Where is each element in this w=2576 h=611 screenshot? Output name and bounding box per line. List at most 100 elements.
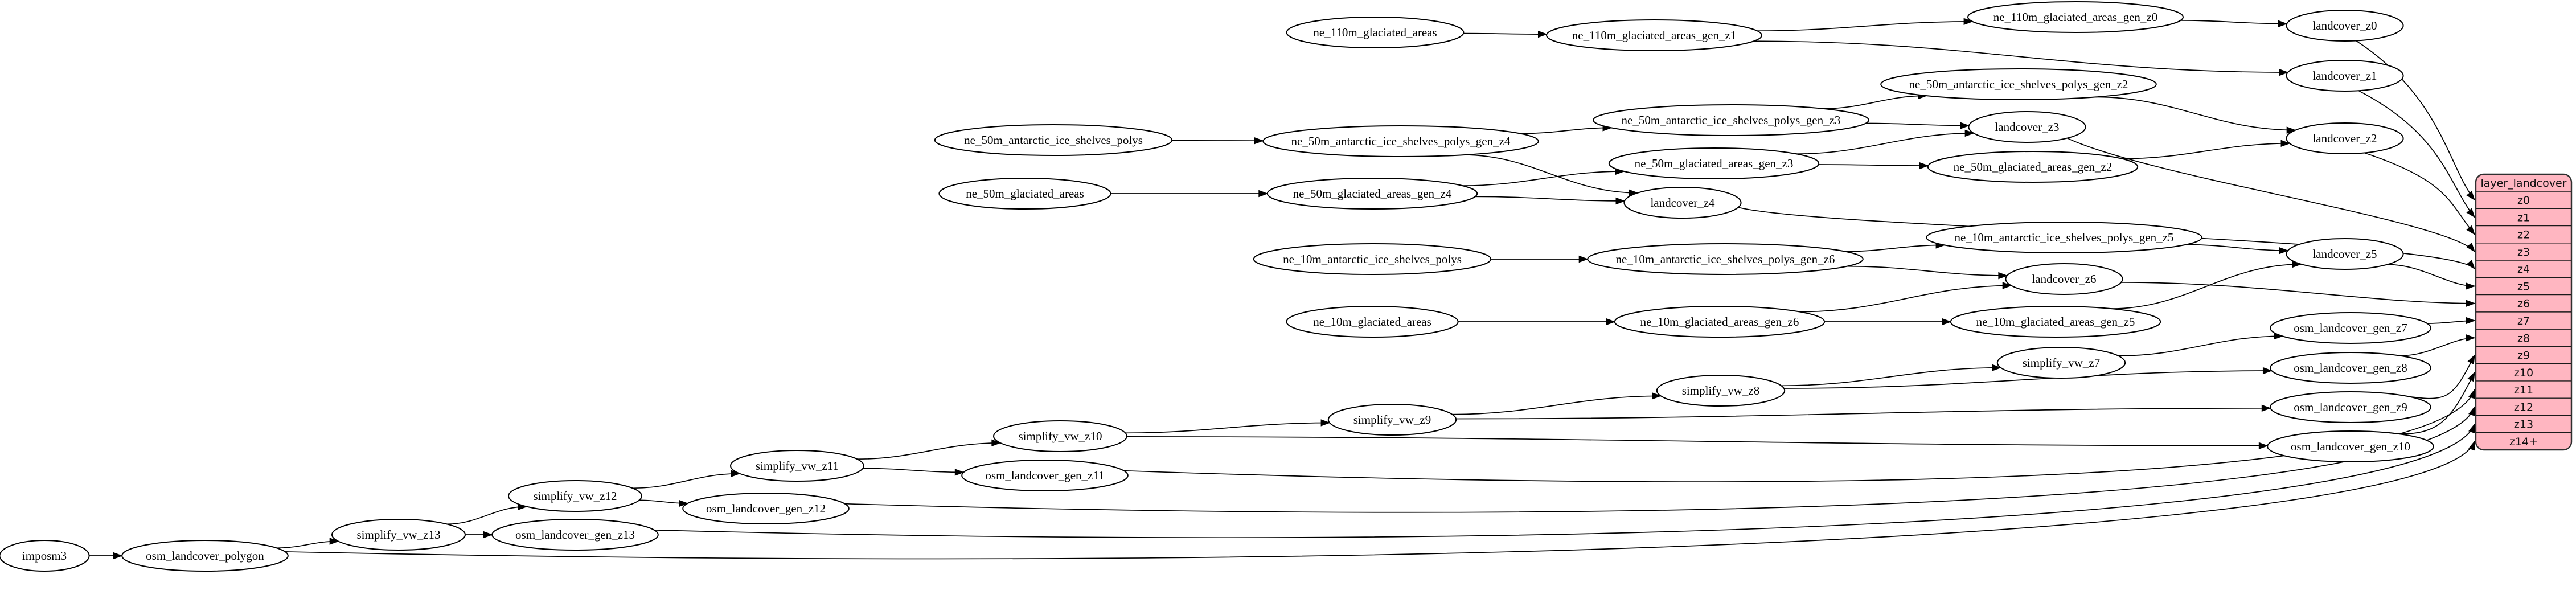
arrowhead-n10sg5-to-lcz5 [2279,247,2289,255]
nodes-layer: imposm3 osm_landcover_polygon simplify_vw_… [0,1,2434,572]
node-ellipse-osm_landcover_gen_z12 [682,493,850,524]
node-label-simplify_vw_z12: simplify_vw_z12 [534,489,617,503]
node-label-osm_landcover_gen_z13: osm_landcover_gen_z13 [515,528,635,542]
node-ellipse-ne_50m_glaciated_areas_gen_z3 [1608,147,1820,179]
node-ellipse-landcover_z3 [1968,111,2086,143]
node-ellipse-osm_landcover_gen_z10 [2267,430,2434,462]
node-label-osm_landcover_gen_z9: osm_landcover_gen_z9 [2294,400,2407,414]
node-ellipse-simplify_vw_z9 [1327,404,1457,436]
node-label-imposm3: imposm3 [22,549,67,563]
node-landcover_z0: landcover_z0 [2286,10,2404,42]
node-ellipse-osm_landcover_gen_z11 [961,460,1129,491]
node-ellipse-osm_landcover_gen_z7 [2270,312,2431,344]
node-label-ne_50m_antarctic_ice_shelves_polys_gen_z4: ne_50m_antarctic_ice_shelves_polys_gen_z… [1291,134,1511,148]
edge-og8-to-z8 [2400,337,2475,356]
arrowhead-lcz5-to-z5 [2466,282,2476,290]
node-ellipse-simplify_vw_z11 [730,450,864,482]
node-ellipse-ne_10m_antarctic_ice_shelves_polys_gen_z5 [1926,222,2202,253]
edge-n50sg2-to-lcz2 [2095,96,2296,131]
arrowhead-imposm-to-poly [113,552,123,560]
node-label-ne_50m_glaciated_areas_gen_z2: ne_50m_glaciated_areas_gen_z2 [1954,160,2113,174]
node-ellipse-simplify_vw_z10 [993,420,1127,452]
node-label-ne_10m_antarctic_ice_shelves_polys_gen_z5: ne_10m_antarctic_ice_shelves_polys_gen_z… [1955,231,2174,244]
node-label-landcover_z6: landcover_z6 [2032,272,2096,286]
edge-sv13-to-sv12 [446,506,527,525]
edge-og11-to-z11 [1123,389,2475,482]
arrowhead-og9-to-z9 [2467,354,2475,365]
node-ellipse-ne_10m_glaciated_areas [1286,306,1459,338]
node-simplify_vw_z10: simplify_vw_z10 [993,420,1127,452]
node-ne_110m_glaciated_areas_gen_z0: ne_110m_glaciated_areas_gen_z0 [1967,1,2184,33]
table-row-z1: z1 [2517,211,2530,224]
arrowhead-sv9-to-og9 [2261,404,2271,412]
edge-n10sg5-to-lcz5 [2185,244,2288,251]
node-landcover_z3: landcover_z3 [1968,111,2086,143]
arrowhead-n50s-to-n50sg4 [1254,137,1264,145]
edge-lcz2-to-z2 [2364,152,2475,235]
node-label-landcover_z3: landcover_z3 [1995,120,2059,134]
node-label-ne_50m_antarctic_ice_shelves_polys_gen_z3: ne_50m_antarctic_ice_shelves_polys_gen_z… [1622,113,1841,127]
edge-n10sg6-to-lcz6 [1847,265,2007,276]
edges-layer [89,18,2476,560]
edge-og13-to-z13 [654,424,2475,538]
node-osm_landcover_gen_z10: osm_landcover_gen_z10 [2267,430,2434,462]
table-row-z11: z11 [2514,384,2533,396]
node-ellipse-landcover_z5 [2286,238,2404,270]
node-label-ne_50m_antarctic_ice_shelves_polys_gen_z2: ne_50m_antarctic_ice_shelves_polys_gen_z… [1909,77,2128,91]
node-ne_50m_glaciated_areas_gen_z4: ne_50m_glaciated_areas_gen_z4 [1266,178,1478,210]
arrowhead-sv8-to-og8 [2262,367,2273,375]
arrowhead-sv13-to-og13 [483,531,493,539]
arrowhead-poly-to-sv13 [329,538,339,545]
arrowhead-sv10-to-og10 [2258,442,2269,450]
table-row-z4: z4 [2517,263,2530,276]
node-label-ne_10m_antarctic_ice_shelves_polys: ne_10m_antarctic_ice_shelves_polys [1283,252,1462,266]
arrowhead-lcz4-to-z4 [2466,260,2475,270]
node-ne_10m_glaciated_areas_gen_z6: ne_10m_glaciated_areas_gen_z6 [1614,306,1826,338]
node-simplify_vw_z11: simplify_vw_z11 [730,450,864,482]
table-row-z14+: z14+ [2509,436,2538,448]
table-row-z13: z13 [2514,419,2533,431]
edge-n50sg3-to-n50sg2 [1823,95,1927,109]
node-ellipse-ne_10m_glaciated_areas_gen_z5 [1950,306,2161,338]
node-landcover_z2: landcover_z2 [2286,122,2404,154]
node-label-osm_landcover_polygon: osm_landcover_polygon [146,549,264,563]
arrowhead-og12-to-z12 [2468,405,2475,417]
edge-n50sg4-to-lcz4 [1463,154,1638,194]
layer-landcover-table: layer_landcoverz0z1z2z3z4z5z6z7z8z9z10z1… [2475,173,2573,451]
node-ne_10m_glaciated_areas: ne_10m_glaciated_areas [1286,306,1459,338]
arrowhead-sv12-to-og12 [679,499,689,507]
arrowhead-lcz0-to-z0 [2466,191,2475,201]
arrowhead-og10-to-z10 [2467,371,2475,382]
node-ellipse-imposm3 [0,540,90,572]
node-label-ne_110m_glaciated_areas_gen_z1: ne_110m_glaciated_areas_gen_z1 [1572,28,1736,42]
layer-landcover-table-title: layer_landcover [2480,177,2566,190]
node-ellipse-ne_110m_glaciated_areas_gen_z0 [1967,1,2184,33]
node-label-ne_50m_antarctic_ice_shelves_polys: ne_50m_antarctic_ice_shelves_polys [964,133,1143,147]
arrowhead-n10s-to-n10sg6 [1578,255,1589,263]
node-ellipse-ne_110m_glaciated_areas_gen_z1 [1546,19,1762,51]
node-label-landcover_z5: landcover_z5 [2312,247,2377,261]
node-ellipse-ne_50m_antarctic_ice_shelves_polys_gen_z3 [1593,104,1869,136]
node-label-simplify_vw_z13: simplify_vw_z13 [357,528,441,542]
edge-n110g1-to-lcz1 [1753,40,2288,73]
node-osm_landcover_gen_z11: osm_landcover_gen_z11 [961,460,1129,491]
node-label-ne_110m_glaciated_areas: ne_110m_glaciated_areas [1313,26,1437,39]
edge-lcz1-to-z1 [2358,90,2475,218]
node-label-osm_landcover_gen_z7: osm_landcover_gen_z7 [2294,321,2407,335]
arrowhead-poly-to-z14+ [2468,440,2475,451]
node-landcover_z4: landcover_z4 [1623,187,1742,219]
edge-sv12-to-sv11 [632,473,740,489]
node-ellipse-ne_50m_glaciated_areas_gen_z4 [1266,178,1478,210]
arrowhead-sv10-to-sv9 [1320,419,1331,427]
edge-n50gg4-to-lcz4 [1475,196,1625,202]
edge-lcz6-to-z6 [2121,282,2475,304]
arrowhead-n50gg2-to-lcz2 [2280,140,2291,147]
node-label-landcover_z2: landcover_z2 [2312,132,2377,145]
edge-n110g0-to-lcz0 [2180,20,2287,24]
node-label-simplify_vw_z9: simplify_vw_z9 [1353,413,1431,427]
node-label-ne_50m_glaciated_areas: ne_50m_glaciated_areas [966,187,1084,200]
arrowhead-sv11-to-sv10 [991,439,1002,447]
table-row-z5: z5 [2517,280,2530,293]
arrowhead-n50gg3-to-lcz3 [1964,129,1975,137]
node-ellipse-osm_landcover_gen_z9 [2270,391,2431,423]
